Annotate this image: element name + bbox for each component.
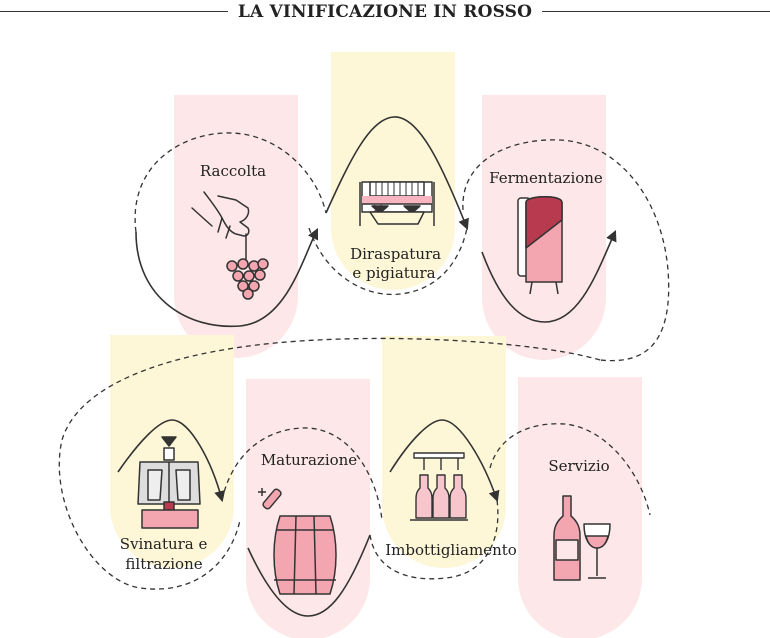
panel-raccolta xyxy=(174,95,298,358)
label-diraspatura: Diraspatura e pigiatura xyxy=(350,245,446,282)
label-servizio: Servizio xyxy=(548,457,609,475)
dashed-loop-7 xyxy=(489,423,651,516)
bottling-icon xyxy=(410,452,468,521)
bottle-glass-icon xyxy=(553,495,611,581)
fermentation-tank-icon xyxy=(517,196,563,295)
hand-grapes-icon xyxy=(191,191,269,300)
title-rule-left xyxy=(0,11,240,12)
label-fermentazione: Fermentazione xyxy=(489,169,603,187)
flow-curve-fermentazione xyxy=(481,229,617,323)
title-rule-right xyxy=(530,11,770,12)
dashed-loop-5 xyxy=(221,427,383,521)
destemmer-crusher-icon xyxy=(359,181,435,226)
dashed-loop-6 xyxy=(369,499,499,580)
label-svinatura: Svinatura e filtrazione xyxy=(120,535,212,573)
flow-curve-diraspatura xyxy=(325,116,469,231)
flow-curve-maturazione xyxy=(247,534,371,617)
flow-curve-imbottigliamento xyxy=(389,419,500,503)
panel-imbottigliamento xyxy=(382,336,506,568)
panel-maturazione xyxy=(246,379,370,638)
flow-curve-raccolta xyxy=(135,227,319,328)
dashed-loop-4 xyxy=(58,337,601,590)
label-raccolta: Raccolta xyxy=(200,162,266,180)
title-bar: LA VINIFICAZIONE IN ROSSO xyxy=(0,0,770,24)
wine-press-icon xyxy=(137,436,201,529)
panel-diraspatura xyxy=(331,52,455,290)
dashed-loop-3 xyxy=(462,139,670,362)
page-title: LA VINIFICAZIONE IN ROSSO xyxy=(227,2,543,22)
barrel-icon xyxy=(258,488,337,595)
dashed-loop-1 xyxy=(134,132,327,233)
panel-servizio xyxy=(518,377,642,638)
flow-curve-svinatura xyxy=(117,419,226,503)
label-maturazione: Maturazione xyxy=(261,451,357,469)
dashed-loop-2 xyxy=(308,227,468,296)
label-imbottigliamento: Imbottigliamento xyxy=(385,541,517,559)
